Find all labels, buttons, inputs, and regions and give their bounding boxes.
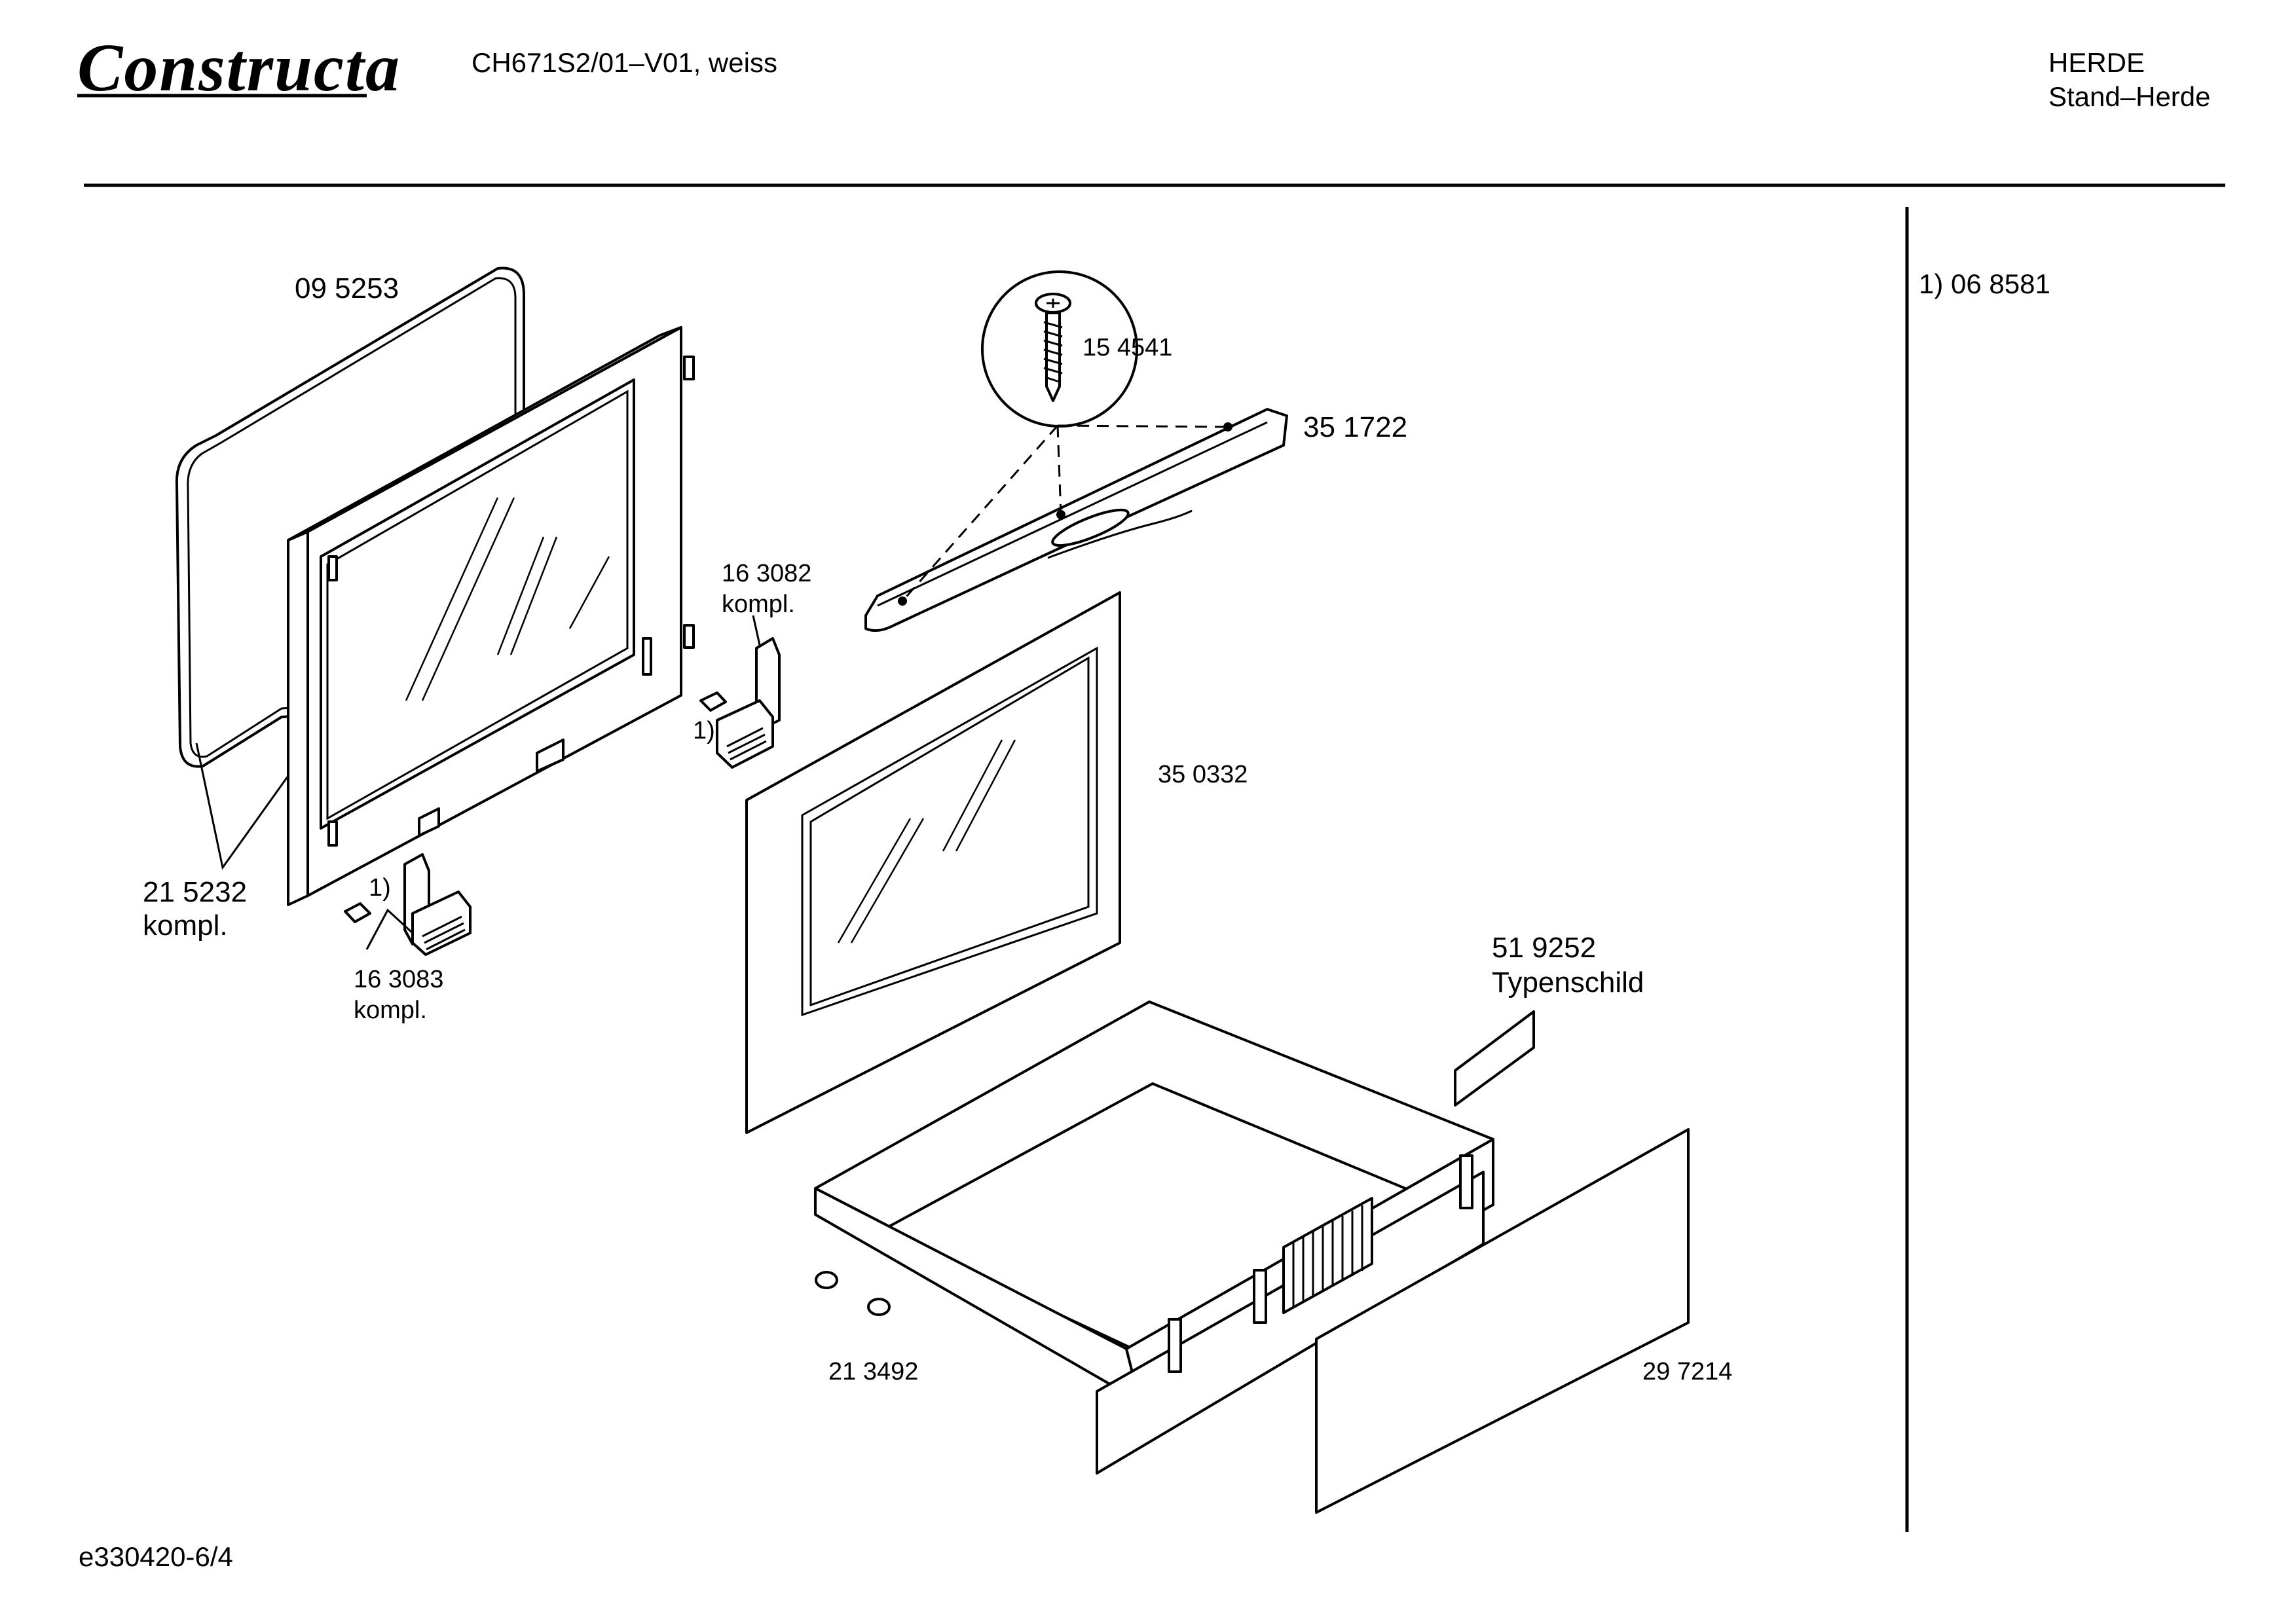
outer-glass-reflection-3 [942,739,1003,852]
inner-door-slot-3 [642,637,652,676]
drawer-front-panel [1315,1128,1690,1514]
header: Constructa CH671S2/01–V01, weiss HERDE S… [77,30,2211,112]
inner-glass-reflection-1 [405,497,499,701]
outer-glass-reflection-2 [850,818,925,943]
outer-glass-reflection-1 [837,818,912,943]
screw-head-cross [1046,299,1060,308]
drawer-clip-1 [1168,1318,1182,1373]
drawer-vent-grille [1282,1197,1373,1314]
inner-door-side [287,530,309,906]
brand-logo: Constructa [77,30,401,105]
hinge-cover-slot [1051,508,1130,547]
inner-door-bracket-1 [418,807,440,837]
label-upper-hinge-ref: 1) [693,717,715,744]
drawer-runner-pin-2 [867,1298,891,1316]
storage-drawer [814,1000,1494,1475]
category-subtitle: Stand–Herde [2048,81,2211,112]
outer-door-panel [745,591,1121,1134]
label-rating-plate-name: Typenschild [1492,966,1644,998]
label-upper-hinge-number: 16 3082 [722,560,811,587]
label-inner-door-number: 21 5232 [143,876,247,908]
drawer-vent-slats [1292,1205,1363,1308]
label-upper-hinge-kompl: kompl. [722,591,795,618]
label-inner-door-kompl: kompl. [143,909,228,942]
inner-door-window-inner [326,390,629,820]
hinge-cover-ridge [877,421,1268,607]
inner-door-tab-1 [683,356,695,380]
label-screw: 15 4541 [1083,334,1172,361]
inner-glass-reflection-2 [421,497,515,701]
outer-door-outline [745,591,1121,1134]
hinge-cover-hole-1 [898,596,907,606]
label-hinge-cover: 35 1722 [1303,411,1407,443]
inner-glass-reflection-4 [509,536,558,655]
outer-door-window-inner [809,656,1090,1007]
label-rating-plate-number: 51 9252 [1492,932,1596,964]
drawer-clip-3 [1459,1154,1473,1209]
inner-door-frame [287,326,695,906]
upper-hinge-teeth [726,727,767,761]
category-title: HERDE [2048,47,2145,78]
label-drawer: 21 3492 [828,1358,918,1385]
label-lower-hinge-kompl: kompl. [354,997,427,1024]
inner-door-top [287,326,682,541]
drawer-clip-2 [1253,1269,1267,1324]
hinge-cover [864,408,1288,632]
outer-door-window [801,646,1098,1017]
lower-hinge-teeth [422,915,466,951]
drawing-id: e330420-6/4 [79,1541,233,1572]
screw-detail [981,270,1138,428]
legend-note: 1) 06 8581 [1919,268,2050,299]
inner-door-slot-1 [327,555,338,581]
inner-door-slot-2 [327,820,338,847]
drawer-runner-pin-1 [815,1271,838,1289]
screw-dashline-2 [1056,425,1062,515]
label-outer-door: 35 0332 [1158,761,1248,788]
rating-plate [1454,1010,1535,1107]
upper-hinge-leader [752,615,761,646]
upper-hinge [699,615,781,769]
inner-glass-reflection-3 [496,536,545,655]
screw-thread [1043,321,1063,384]
screw-dashline-3 [1057,424,1229,428]
inner-door-tab-2 [683,624,695,649]
label-lower-hinge-number: 16 3083 [354,966,443,993]
model-number: CH671S2/01–V01, weiss [472,47,777,78]
inner-door-window [320,378,635,830]
outer-glass-reflection-4 [955,739,1016,852]
lower-hinge [344,853,472,956]
lower-hinge-leader [365,908,414,950]
door-inner-leader [195,742,289,870]
lower-hinge-clip [344,902,371,923]
inner-door-bracket-2 [536,739,565,773]
lower-hinge-plate [411,890,472,956]
label-gasket: 09 5253 [295,272,399,304]
inner-glass-reflection-5 [568,556,610,629]
hinge-cover-hole-3 [1223,422,1232,431]
label-lower-hinge-ref: 1) [369,874,391,902]
upper-hinge-clip [699,691,727,712]
label-drawer-front: 29 7214 [1642,1358,1732,1385]
